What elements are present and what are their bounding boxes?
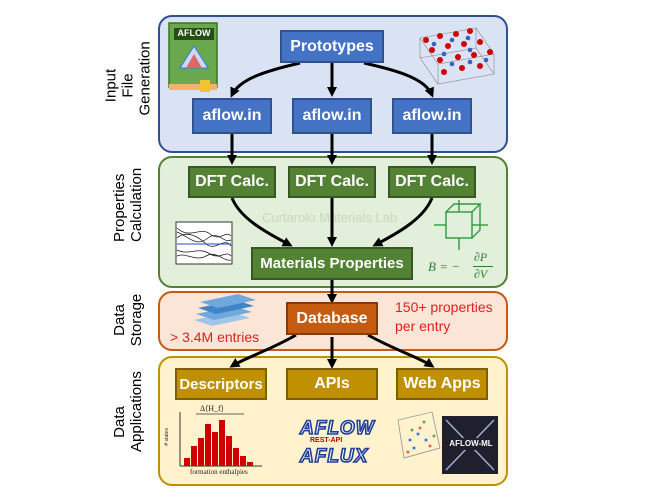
aflow-in-box-1: aflow.in [192,98,272,134]
prototypes-box: Prototypes [280,30,384,63]
aflow-book-title: AFLOW [177,28,211,38]
dft-calc-box-2: DFT Calc. [288,166,376,198]
apis-box: APIs [286,368,378,400]
bulk-formula-bar [473,266,493,267]
bulk-formula-num: ∂P [474,250,488,264]
rest-api-label: REST-API [310,437,343,444]
aflux-logo: AFLUX [299,445,369,468]
aflow-logo: AFLOW [299,417,375,440]
arrow-dft-mp-3 [372,197,434,247]
arrow-proto-right [363,61,434,98]
aflow-in-box-3: aflow.in [392,98,472,134]
properties-per-entry-line2: per entry [395,318,451,334]
dft-calc-box-1: DFT Calc. [188,166,276,198]
arrow-dft-mp-1 [230,197,293,247]
arrow-proto-left [230,61,301,98]
webapps-box: Web Apps [396,368,488,400]
bulk-modulus-formula: B = − ∂P ∂V [428,250,504,282]
histogram-title: Δ⟨H_f⟩ [200,404,224,413]
arrow-db-desc [229,333,297,368]
properties-per-entry-line1: 150+ properties [395,299,493,315]
materials-properties-box: Materials Properties [251,247,413,280]
entries-count-label: > 3.4M entries [170,329,260,345]
watermark-text: Curtarolo Materials Lab [262,210,398,225]
arrow-db-webapps [367,333,435,368]
bulk-formula-den: ∂V [474,267,488,281]
aflow-in-box-2: aflow.in [292,98,372,134]
database-box: Database [286,302,378,335]
bulk-formula-lhs: B = − [428,259,460,274]
descriptors-box: Descriptors [175,368,267,400]
histogram-ylabel: # states [163,428,170,446]
dft-calc-box-3: DFT Calc. [388,166,476,198]
histogram-xlabel: formation enthalpies [190,468,248,476]
aflow-ml-label: AFLOW-ML [449,439,493,448]
